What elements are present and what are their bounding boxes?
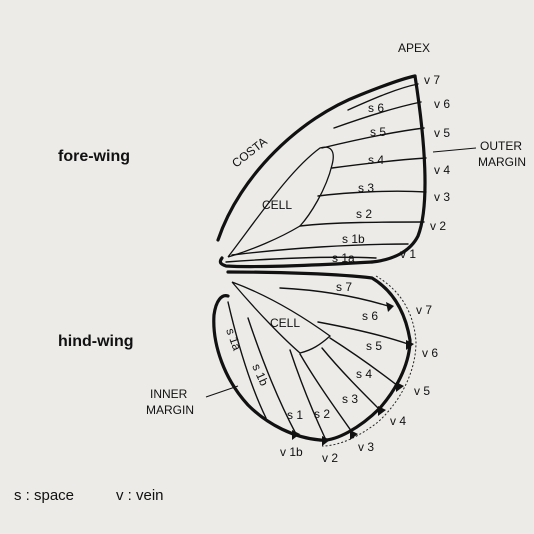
- fore-wing-costa-edge: [216, 74, 417, 242]
- legend-space: s : space: [14, 487, 74, 504]
- hind-vein-1a: [227, 301, 267, 419]
- hind-wing-cell: [231, 281, 332, 354]
- hind-space-label: s 1a: [223, 326, 244, 352]
- fore-vein-6: [333, 101, 422, 129]
- fore-vein-1a: [225, 256, 377, 263]
- fore-space-label: s 2: [356, 207, 372, 221]
- fore-vein-7: [347, 83, 419, 111]
- hind-space-label: s 1: [287, 408, 303, 422]
- label-outer-margin-line1: OUTER: [480, 139, 522, 153]
- hind-space-labels: s 7 s 6 s 5 s 4 s 3 s 2 s 1 s 1b s 1a: [223, 280, 382, 422]
- fore-vein-label: v 7: [424, 73, 440, 87]
- hind-vein-6: [317, 321, 409, 345]
- legend-vein: v : vein: [116, 487, 164, 504]
- fore-wing: [216, 74, 477, 269]
- fore-vein-label: v 2: [430, 219, 446, 233]
- fore-vein-label: v 4: [434, 163, 450, 177]
- hind-vein-5: [329, 337, 399, 387]
- hind-wing-dashed-margin: [321, 275, 417, 447]
- fore-space-labels: s 6 s 5 s 4 s 3 s 2 s 1b s 1a: [332, 101, 386, 265]
- hind-wing-inner-edge: [212, 294, 322, 442]
- hind-vein-label: v 3: [358, 440, 374, 454]
- fore-vein-4: [331, 157, 427, 169]
- label-outer-margin-line2: MARGIN: [478, 155, 526, 169]
- hind-vein-end-marks: [292, 302, 414, 446]
- title-hind-wing: hind-wing: [58, 333, 134, 350]
- hind-vein-4: [321, 347, 381, 411]
- label-hind-cell: CELL: [270, 316, 300, 330]
- hind-wing-outer-edge: [226, 270, 412, 442]
- hind-vein-3: [299, 353, 353, 433]
- fore-space-label: s 3: [358, 181, 374, 195]
- fore-vein-labels: v 7 v 6 v 5 v 4 v 3 v 2 v 1: [400, 73, 450, 261]
- hind-vein-labels: v 7 v 6 v 5 v 4 v 3 v 2 v 1b: [280, 303, 438, 465]
- hind-space-label: s 3: [342, 392, 358, 406]
- hind-space-label: s 4: [356, 367, 372, 381]
- hind-vein-label: v 7: [416, 303, 432, 317]
- fore-wing-outer-margin-edge: [370, 74, 427, 264]
- fore-vein-3: [317, 190, 427, 197]
- fore-space-label: s 5: [370, 125, 386, 139]
- hind-vein-1b: [247, 317, 297, 435]
- fore-wing-inner-margin-edge: [218, 256, 374, 269]
- fore-vein-label: v 5: [434, 126, 450, 140]
- hind-space-label: s 6: [362, 309, 378, 323]
- hind-vein-label: v 5: [414, 384, 430, 398]
- hind-space-label: s 2: [314, 407, 330, 421]
- fore-space-label: s 6: [368, 101, 384, 115]
- hind-space-label: s 5: [366, 339, 382, 353]
- hind-vein-label: v 2: [322, 451, 338, 465]
- hind-vein-label: v 1b: [280, 445, 303, 459]
- inner-margin-pointer: [205, 385, 239, 398]
- hind-wing: [205, 270, 417, 447]
- fore-vein-2: [299, 221, 425, 227]
- fore-wing-cell: [227, 146, 334, 258]
- fore-vein-5: [321, 127, 425, 149]
- fore-vein-label: v 1: [400, 247, 416, 261]
- fore-vein-label: v 3: [434, 190, 450, 204]
- hind-vein-7: [279, 287, 389, 307]
- label-inner-margin-line1: INNER: [150, 387, 188, 401]
- fore-space-label: s 4: [368, 153, 384, 167]
- hind-vein-2: [289, 349, 326, 439]
- title-fore-wing: fore-wing: [58, 148, 130, 165]
- label-inner-margin-line2: MARGIN: [146, 403, 194, 417]
- fore-vein-label: v 6: [434, 97, 450, 111]
- fore-space-label: s 1a: [332, 251, 355, 265]
- fore-vein-1: [231, 243, 409, 256]
- fore-space-label: s 1b: [342, 232, 365, 246]
- hind-space-label: s 1b: [249, 362, 271, 389]
- hind-space-label: s 7: [336, 280, 352, 294]
- outer-margin-pointer: [432, 147, 477, 153]
- label-apex: APEX: [398, 41, 430, 55]
- hind-vein-label: v 4: [390, 414, 406, 428]
- hind-vein-label: v 6: [422, 346, 438, 360]
- label-fore-cell: CELL: [262, 198, 292, 212]
